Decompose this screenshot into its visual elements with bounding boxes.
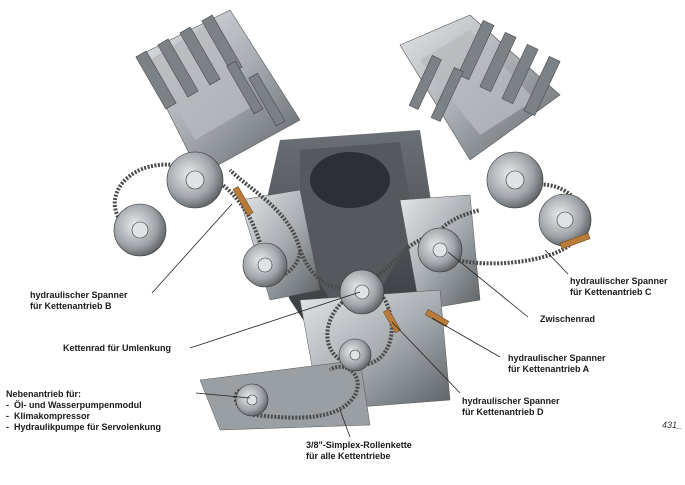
tensioners [232, 186, 591, 334]
label-umlenkung: Kettenrad für Umlenkung [63, 343, 172, 353]
leader-spanner-b [151, 203, 233, 294]
engine-block [199, 130, 481, 431]
label-kette: 3/8"-Simplex-Rollenkette für alle Ketten… [306, 440, 412, 461]
leader-spanner-d [391, 321, 461, 394]
label-spanner-d: hydraulischer Spanner für Kettenantrieb … [462, 396, 560, 417]
right-camshaft-bank [399, 14, 561, 161]
leader-nebenantrieb [195, 392, 251, 399]
leader-zwischenrad [447, 251, 529, 318]
sprockets [113, 151, 592, 417]
label-spanner-a: hydraulischer Spanner für Kettenantrieb … [508, 353, 606, 374]
label-zwischenrad: Zwischenrad [540, 314, 596, 324]
list-item: Hydraulikpumpe für Servolenkung [6, 422, 161, 433]
label-spanner-c: hydraulischer Spanner für Kettenantrieb … [570, 276, 668, 297]
leader-umlenkung [189, 291, 361, 349]
figure-number: 431_ [662, 420, 683, 430]
leader-lines [151, 203, 569, 438]
label-nebenantrieb: Nebenantrieb für: Öl- und Wasserpumpenmo… [6, 389, 161, 433]
leader-kette [339, 409, 351, 438]
label-spanner-b: hydraulischer Spanner für Kettenantrieb … [30, 290, 128, 311]
leader-spanner-c [544, 249, 569, 275]
list-item: Öl- und Wasserpumpenmodul [6, 400, 161, 411]
leader-spanner-a [431, 317, 501, 358]
nebenantrieb-list: Öl- und Wasserpumpenmodul Klimakompresso… [6, 400, 161, 433]
left-camshaft-bank [135, 9, 301, 176]
list-item: Klimakompressor [6, 411, 161, 422]
